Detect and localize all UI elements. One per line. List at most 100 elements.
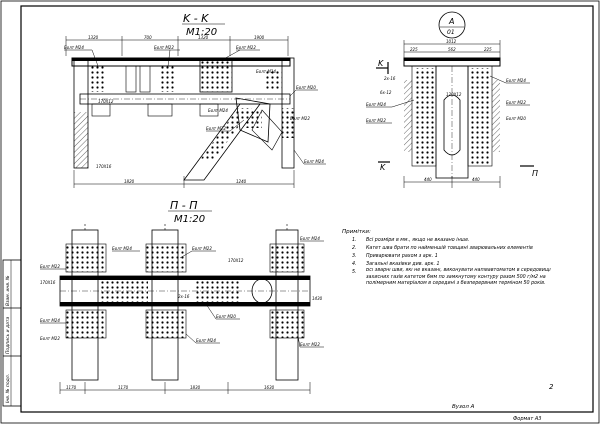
- pp-bolts-8: [196, 278, 240, 304]
- kk-bolt-group-1: [90, 66, 106, 92]
- kk-bolt-group-5: [282, 108, 294, 138]
- section-pp: П - П M1:20: [40, 199, 324, 394]
- a-dim-bottom-b: 440: [472, 177, 480, 182]
- note-1-text: Всі розміри в мм., якщо не вказано інше.: [366, 237, 470, 243]
- kk-label-1: Болт M24: [64, 45, 84, 50]
- pp-dim-bottom-4: 1630: [264, 385, 275, 390]
- note-4-num: 4.: [352, 261, 357, 267]
- pp-label-6: Болт M22: [192, 246, 212, 251]
- note-4-text: Загальні вказівки див. арк. 1: [366, 261, 440, 267]
- pp-dim-bottom-1: 1170: [66, 385, 77, 390]
- stamp-text-3: Взам. инв. №: [5, 275, 11, 306]
- node-a-marker: [438, 11, 466, 39]
- note-2-text: Катет шва брати по найменшій товщині зва…: [366, 245, 533, 251]
- note-5-text: Всі зварні шви, які не вказані, виконува…: [366, 268, 551, 287]
- stamp-text-1: Інв. № подл.: [5, 374, 11, 403]
- kk-bolt-group-3: [200, 60, 232, 92]
- a-label-1: Болт M24: [506, 78, 526, 83]
- pp-label-4: Болт M22: [40, 336, 60, 341]
- kk-dim-top-2: 700: [144, 35, 152, 40]
- note-2-num: 2.: [352, 245, 357, 251]
- note-3-text: Приварювати рахом з арк. 1: [366, 253, 438, 259]
- a-label-2: Болт M22: [506, 100, 526, 105]
- pp-bolts-6: [270, 310, 304, 338]
- pp-label-8: 2х-16: [178, 294, 190, 299]
- sheet-number: 2: [549, 383, 554, 391]
- kk-dim-bottom-right: 1240: [236, 179, 247, 184]
- drawing-caption: Вузол А: [452, 404, 475, 410]
- a-label-6: 120Х12: [446, 92, 462, 97]
- drawing-frame: [20, 5, 594, 413]
- kk-label-7: Болт M22: [206, 126, 226, 131]
- kk-dim-bottom-total: 1820: [124, 179, 135, 184]
- kk-label-11: Болт M22: [290, 116, 310, 121]
- section-pp-scale: M1:20: [174, 214, 205, 225]
- kk-dim-top-1: 1320: [88, 35, 99, 40]
- note-5-num: 5.: [352, 269, 357, 275]
- pp-label-10: Болт M24: [196, 338, 216, 343]
- notes-title: Примітки:: [342, 229, 371, 235]
- a-dim-top-b: 562: [448, 47, 456, 52]
- pp-label-2: 170Х16: [40, 280, 56, 285]
- pp-bolts-5: [270, 244, 304, 272]
- a-dim-top-c: 225: [484, 47, 492, 52]
- section-pp-title: П - П: [170, 199, 198, 212]
- a-section-mark-k-bottom: K: [380, 163, 386, 172]
- stamp-text-2: Подпись и дата: [5, 316, 11, 354]
- kk-label-4: Болт M24: [256, 69, 276, 74]
- kk-label-6: Болт M24: [208, 108, 228, 113]
- pp-label-1: Болт M22: [40, 264, 60, 269]
- kk-label-8: 170Х12: [98, 99, 114, 104]
- kk-bolt-group-2: [160, 66, 176, 92]
- pp-label-7: 170Х12: [228, 258, 244, 263]
- pp-dim-right: 1430: [312, 296, 323, 301]
- kk-label-9: 170Х16: [96, 164, 112, 169]
- pp-bolts-4: [146, 310, 186, 338]
- kk-label-5: Болт M20: [296, 85, 316, 90]
- kk-dim-top-4: 1900: [254, 35, 265, 40]
- a-label-8: 2х-16: [384, 76, 396, 81]
- a-section-mark-p: П: [532, 169, 538, 178]
- pp-bolts-1: [66, 244, 106, 272]
- node-a: A 01 1012 225 562 225 K K П: [366, 11, 538, 188]
- pp-label-12: Болт M22: [300, 342, 320, 347]
- section-kk-scale: M1:20: [186, 27, 217, 38]
- section-kk-title: K - K: [183, 12, 209, 25]
- kk-diagonal-brace: [183, 103, 261, 181]
- a-dim-bottom-a: 440: [424, 177, 432, 182]
- note-1-num: 1.: [352, 237, 357, 243]
- pp-label-5: Болт M24: [112, 246, 132, 251]
- kk-gusset: [235, 97, 271, 143]
- pp-label-9: Болт M20: [216, 314, 236, 319]
- pp-label-3: Болт M24: [40, 318, 60, 323]
- kk-label-2: Болт M22: [154, 45, 174, 50]
- kk-label-10: Болт M24: [304, 159, 324, 164]
- a-label-4: Болт M24: [366, 102, 386, 107]
- side-stamp: Інв. № подл. Подпись и дата Взам. инв. №: [2, 259, 22, 407]
- a-label-3: Болт M20: [506, 116, 526, 121]
- section-kk: K - K M1:20 1320 700 1320 1900: [64, 12, 326, 188]
- notes-block: Примітки: 1. Всі розміри в мм., якщо не …: [342, 229, 551, 287]
- a-bolt-group-left: [414, 68, 434, 164]
- node-a-letter: A: [448, 17, 454, 26]
- note-3-num: 3.: [352, 253, 357, 259]
- a-dim-top-total: 1012: [446, 39, 457, 44]
- pp-bolts-2: [66, 310, 106, 338]
- a-label-5: Болт M22: [366, 118, 386, 123]
- a-section-mark-k-top: K: [378, 59, 384, 68]
- node-a-number: 01: [447, 29, 455, 36]
- kk-bolt-group-4: [264, 70, 282, 90]
- a-bolt-group-right: [470, 68, 490, 164]
- pp-label-13: Болт M24: [300, 236, 320, 241]
- sheet-format: Формат А3: [513, 416, 541, 422]
- kk-dim-top-3: 1320: [198, 35, 209, 40]
- pp-label-11: 120Х12: [232, 302, 248, 307]
- kk-label-3: Болт M22: [236, 45, 256, 50]
- a-dim-top-a: 225: [410, 47, 418, 52]
- pp-dim-bottom-3: 1830: [190, 385, 201, 390]
- pp-bolts-3: [146, 244, 186, 272]
- pp-dim-bottom-2: 1170: [118, 385, 129, 390]
- pp-bolts-7: [100, 278, 148, 304]
